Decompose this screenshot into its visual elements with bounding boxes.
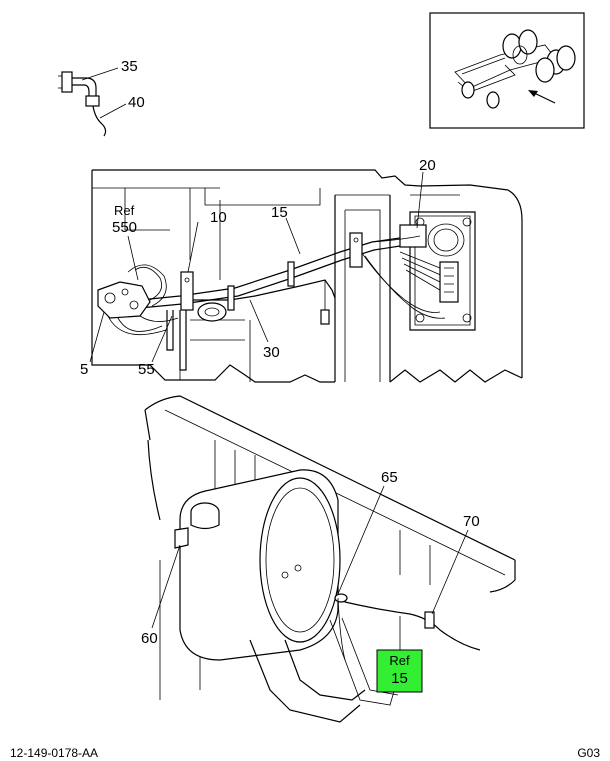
callout-20: 20 [419, 157, 436, 174]
leader-15 [285, 217, 301, 255]
callout-ref15-ref: Ref [389, 653, 410, 668]
callout-60: 60 [141, 630, 158, 647]
tank-assembly [144, 395, 516, 723]
callout-15: 15 [271, 204, 288, 221]
leader-20 [416, 171, 424, 229]
vehicle-locator-inset [429, 12, 585, 129]
callout-10: 10 [210, 209, 227, 226]
callout-55: 55 [138, 361, 155, 378]
leader-55 [151, 315, 173, 363]
callout-40: 40 [128, 94, 145, 111]
fitting-detail [58, 67, 127, 137]
leader-40 [99, 103, 127, 119]
ref15-highlight-box: Ref 15 [376, 649, 423, 693]
leader-35 [81, 67, 119, 81]
leader-70 [431, 529, 469, 615]
leader-10 [187, 221, 199, 273]
frame-rail-assembly [89, 169, 523, 383]
sheet-code: G03 [577, 746, 600, 760]
callout-ref550-ref: Ref [114, 203, 135, 218]
leader-60 [151, 544, 181, 629]
callout-35: 35 [121, 58, 138, 75]
drawing-number: 12-149-0178-AA [10, 746, 98, 760]
callout-70: 70 [463, 513, 480, 530]
callout-30: 30 [263, 344, 280, 361]
callout-ref15-num: 15 [391, 670, 408, 687]
callout-ref550-num: 550 [112, 219, 137, 236]
leader-30 [249, 299, 269, 343]
callout-65: 65 [381, 469, 398, 486]
leader-ref550 [127, 235, 139, 281]
leader-65 [337, 485, 385, 595]
leader-5 [89, 311, 105, 363]
callout-5: 5 [80, 361, 88, 378]
